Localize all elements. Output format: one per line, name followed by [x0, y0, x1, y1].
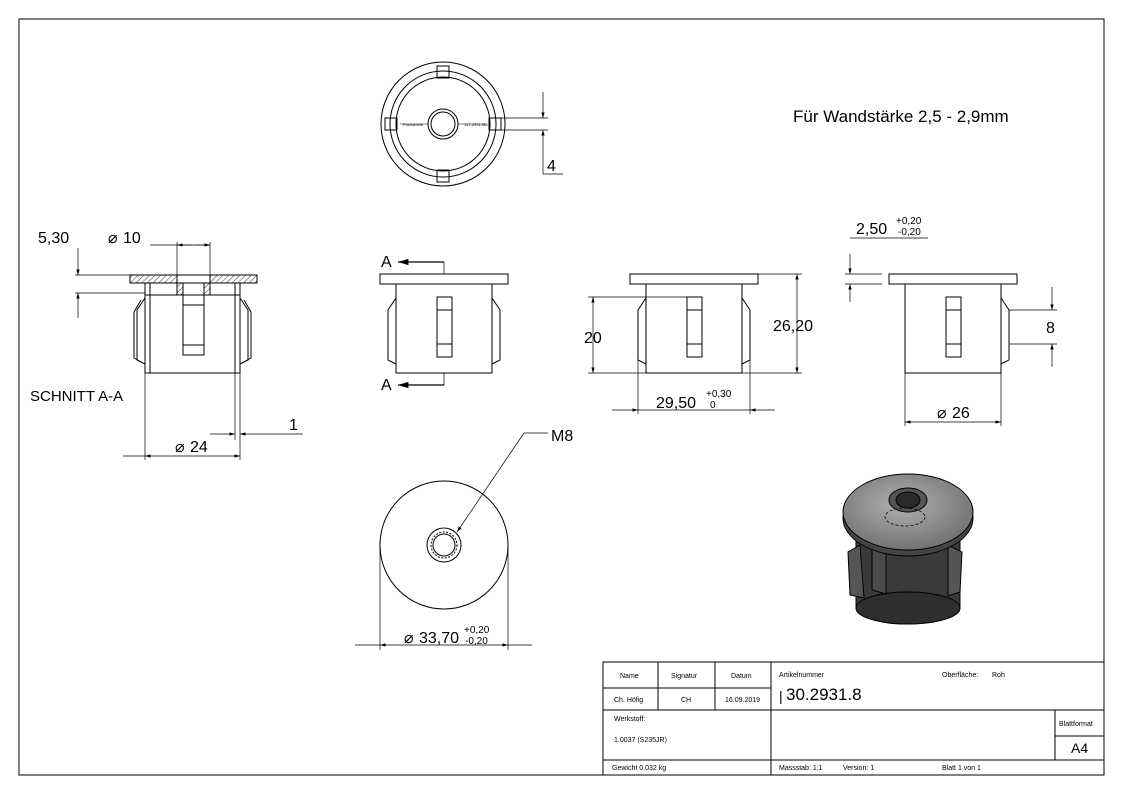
tb-artikelnummer: 30.2931.8 [786, 685, 862, 704]
isometric-view [842, 473, 974, 625]
svg-text:1x7-2931-M8: 1x7-2931-M8 [464, 122, 488, 127]
dim-2-50: 2,50 [856, 221, 887, 238]
dim-d26: 26 [952, 405, 970, 422]
diameter-symbol: ⌀ [404, 630, 414, 647]
dim-4: 4 [547, 158, 556, 175]
top-view: Produzione 1x7-2931-M8 [380, 61, 563, 187]
dim-29-50: 29,50 [656, 395, 696, 412]
tol-29-50-lower: 0 [710, 400, 716, 411]
tb-gewicht: Gewicht 0.032 kg [612, 765, 666, 772]
side-view [588, 273, 802, 414]
tb-blattformat-label: Blattformat [1059, 721, 1093, 728]
tb-massstab: Massstab: 1:1 [779, 765, 823, 772]
tb-artikelnummer-label: Artikelnummer [779, 672, 825, 679]
tb-header-datum: Datum [731, 673, 752, 680]
wall-thickness-note: Für Wandstärke 2,5 - 2,9mm [793, 107, 1009, 126]
tb-artikelnummer-cursor: | [779, 688, 783, 704]
tb-oberflaeche: Roh [992, 672, 1005, 679]
tb-header-signatur: Signatur [671, 673, 698, 680]
tol-33-70-upper: +0,20 [464, 625, 490, 636]
title-block [602, 661, 1105, 776]
svg-text:Produzione: Produzione [403, 122, 424, 127]
bottom-view [355, 432, 548, 650]
tb-datum: 16.09.2019 [725, 697, 760, 704]
thread-callout: M8 [551, 428, 573, 445]
dim-5-30: 5,30 [38, 230, 69, 247]
tol-2-50-lower: -0,20 [898, 227, 921, 238]
tb-werkstoff: 1.0037 (S235JR) [614, 737, 667, 744]
dim-26-20: 26,20 [773, 318, 813, 335]
diameter-symbol: ⌀ [175, 439, 185, 456]
tol-2-50-upper: +0,20 [896, 216, 922, 227]
tb-blattformat: A4 [1071, 740, 1088, 756]
tb-version: Version: 1 [843, 765, 874, 772]
dim-8: 8 [1046, 320, 1055, 337]
section-label-a-top: A [381, 254, 392, 271]
dim-20: 20 [584, 330, 602, 347]
tb-signatur: CH [681, 697, 691, 704]
diameter-symbol: ⌀ [937, 405, 947, 422]
dim-33-70: 33,70 [419, 630, 459, 647]
sheet-border [18, 18, 1105, 776]
front-view [379, 258, 509, 389]
dim-1: 1 [289, 417, 298, 434]
tb-werkstoff-label: Werkstoff: [614, 716, 645, 723]
section-title: SCHNITT A-A [30, 388, 123, 405]
tb-name: Ch. Höfig [614, 697, 643, 704]
right-view [845, 237, 1057, 426]
tb-header-name: Name [620, 673, 639, 680]
tol-29-50-upper: +0,30 [706, 389, 732, 400]
section-label-a-bottom: A [381, 377, 392, 394]
tol-33-70-lower: -0,20 [465, 636, 488, 647]
tb-blatt: Blatt 1 von 1 [942, 765, 981, 772]
diameter-symbol: ⌀ [108, 230, 118, 247]
dim-d10: 10 [123, 230, 141, 247]
dim-d24: 24 [190, 439, 208, 456]
tb-oberflaeche-label: Oberfläche: [942, 672, 978, 679]
section-view [75, 242, 303, 460]
